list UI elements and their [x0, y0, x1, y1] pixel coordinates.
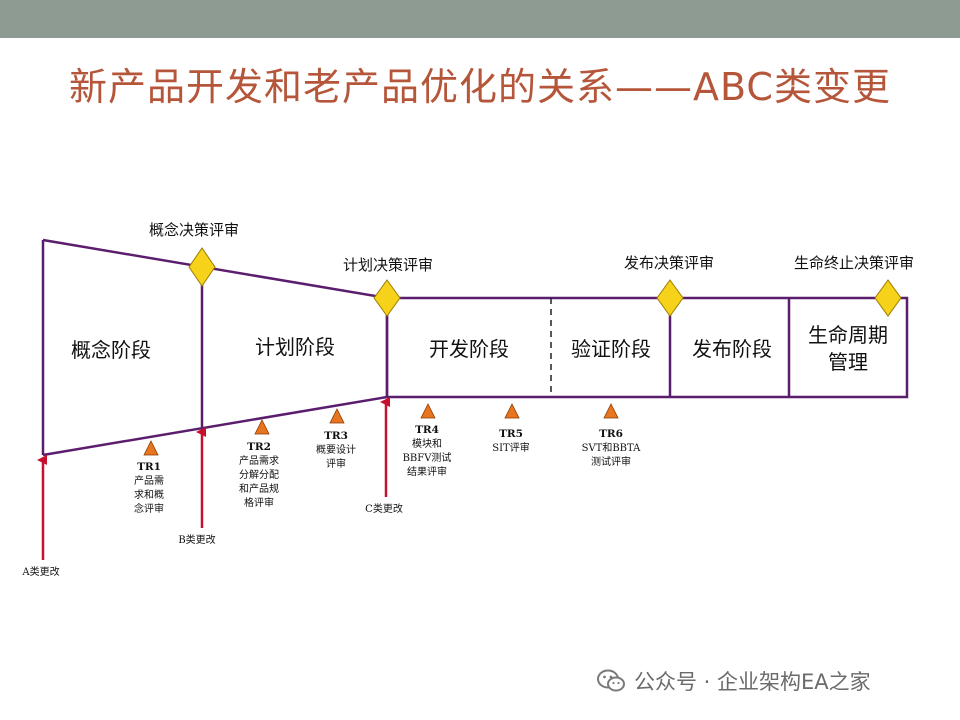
develop-phase-label: 开发阶段: [429, 337, 509, 361]
tr1-line-2: 求和概: [134, 488, 164, 501]
tr2-line-2: 分解分配: [239, 468, 279, 481]
tr5-id: TR5: [499, 428, 523, 440]
tr4-line-3: 结果评审: [407, 465, 447, 478]
concept-phase-label: 概念阶段: [71, 338, 151, 362]
eol-review-label: 生命终止决策评审: [794, 254, 914, 272]
concept-review-label: 概念决策评审: [149, 221, 239, 239]
tech-review-triangles: [143, 403, 619, 456]
tr3-label: TR3 概要设计 评审: [316, 430, 356, 470]
release-review-label: 发布决策评审: [624, 254, 714, 272]
tr4-label: TR4 模块和 BBFV测试 结果评审: [403, 424, 452, 478]
tr6-triangle-icon: [603, 403, 619, 419]
tr5-line-1: SIT评审: [492, 441, 529, 454]
plan-review-diamond-icon: [373, 279, 401, 317]
tr2-id: TR2: [247, 441, 271, 453]
tr6-line-2: 测试评审: [591, 455, 631, 468]
tr4-triangle-icon: [420, 403, 436, 419]
slide-title: 新产品开发和老产品优化的关系——ABC类变更: [69, 65, 891, 109]
tr1-line-1: 产品需: [134, 474, 164, 487]
tr2-triangle-icon: [254, 419, 270, 435]
tr4-line-2: BBFV测试: [403, 451, 452, 464]
tr2-label: TR2 产品需求 分解分配 和产品规 格评审: [239, 441, 279, 509]
wechat-icon: [597, 669, 625, 692]
tr4-id: TR4: [415, 424, 439, 436]
tr6-line-1: SVT和BBTA: [582, 442, 642, 454]
b-change-label: B类更改: [178, 533, 215, 546]
decision-diamonds: [188, 247, 902, 317]
tr4-line-1: 模块和: [412, 438, 442, 450]
release-review-diamond-icon: [656, 279, 684, 317]
tr2-line-1: 产品需求: [239, 454, 279, 467]
tr1-id: TR1: [137, 461, 161, 473]
eol-review-diamond-icon: [874, 279, 902, 317]
tr3-line-2: 评审: [326, 457, 346, 470]
change-arrows: [37, 397, 390, 560]
tr1-triangle-icon: [143, 440, 159, 456]
lifecycle-phase-label-line1: 生命周期: [808, 323, 888, 347]
tr5-label: TR5 SIT评审: [492, 428, 529, 454]
a-change-label: A类更改: [21, 565, 59, 578]
watermark-text: 公众号 · 企业架构EA之家: [634, 670, 871, 694]
concept-review-diamond-icon: [188, 247, 216, 287]
tr2-line-3: 和产品规: [239, 482, 279, 495]
funnel-bottom-edge: [42, 395, 388, 457]
c-change-label: C类更改: [365, 502, 403, 515]
tr1-line-3: 念评审: [134, 502, 164, 515]
verify-phase-label: 验证阶段: [571, 337, 651, 361]
tr3-line-1: 概要设计: [316, 443, 356, 456]
top-banner: [0, 0, 960, 38]
plan-review-label: 计划决策评审: [343, 256, 433, 274]
lifecycle-phase-label-line2: 管理: [828, 350, 868, 374]
tr1-label: TR1 产品需 求和概 念评审: [134, 461, 164, 515]
pipe-rectangle: [385, 296, 909, 399]
tr5-triangle-icon: [504, 403, 520, 419]
plan-phase-label: 计划阶段: [255, 335, 335, 359]
watermark: 公众号 · 企业架构EA之家: [596, 666, 871, 696]
funnel-top-edge: [42, 238, 388, 300]
tr3-id: TR3: [324, 430, 348, 442]
tr6-id: TR6: [599, 428, 623, 440]
release-phase-label: 发布阶段: [692, 337, 772, 361]
tr3-triangle-icon: [329, 408, 345, 424]
tr6-label: TR6 SVT和BBTA 测试评审: [582, 428, 642, 468]
tr2-line-4: 格评审: [244, 496, 274, 509]
